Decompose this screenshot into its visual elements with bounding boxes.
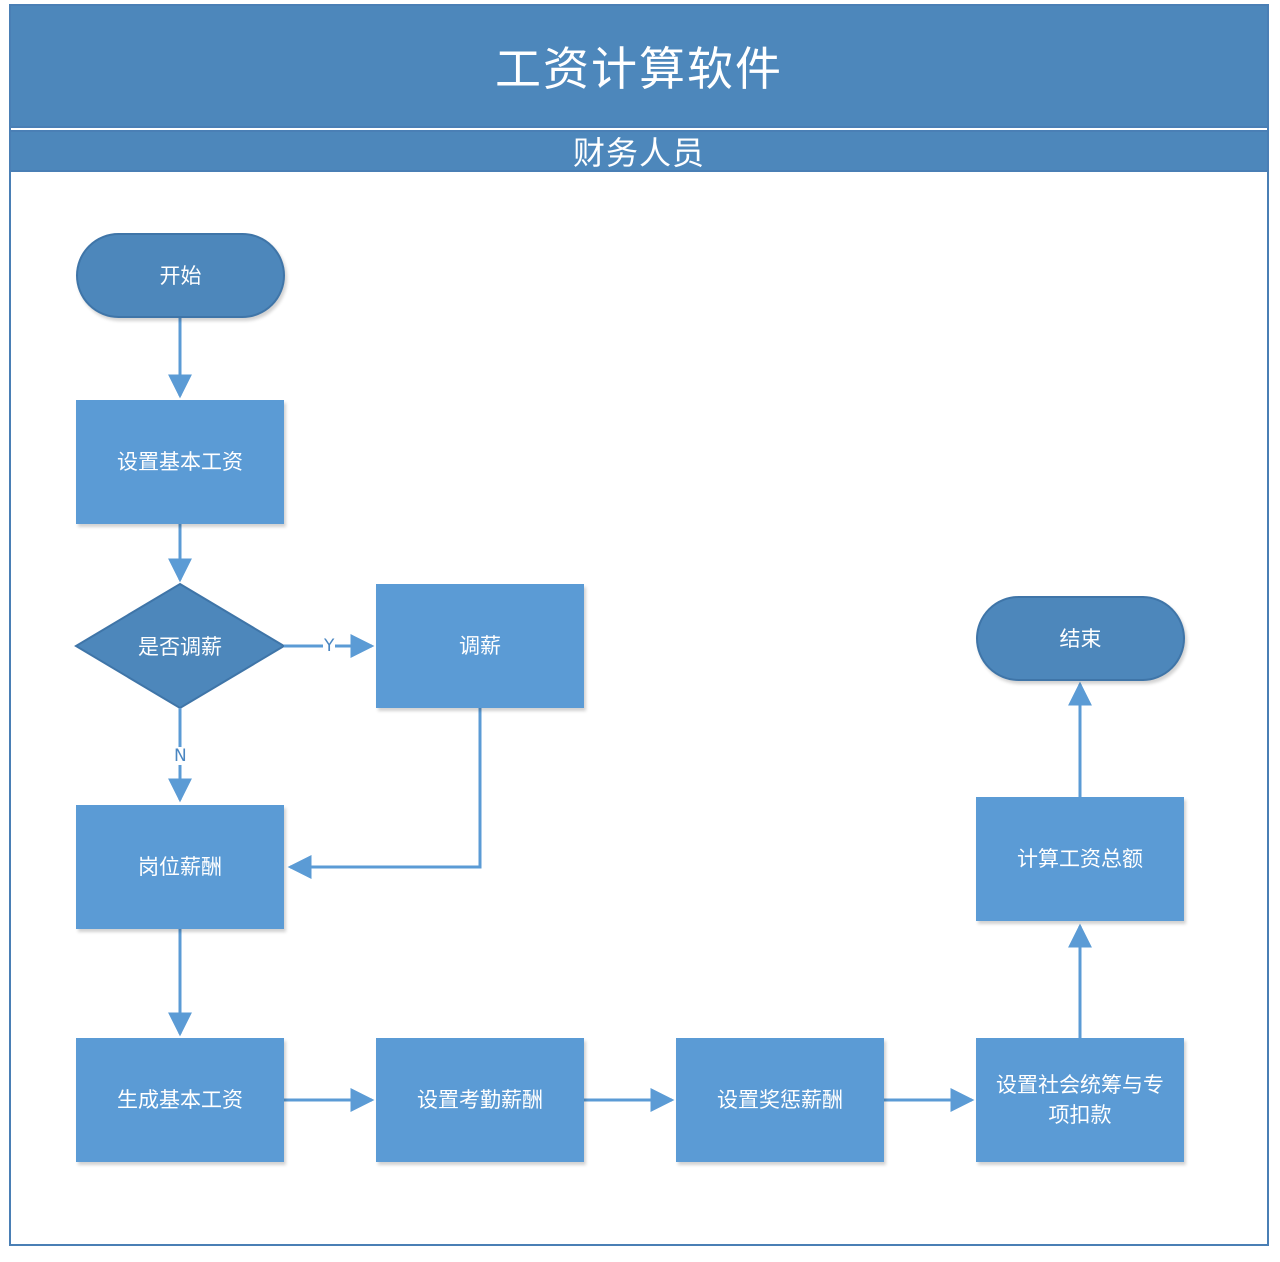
edge-label-yes: Y [323, 636, 336, 656]
set-reward-penalty-pay-node: 设置奖惩薪酬 [676, 1038, 884, 1162]
diagram-title: 工资计算软件 [9, 4, 1269, 128]
decision-label: 是否调薪 [138, 635, 222, 659]
set-attendance-pay-node: 设置考勤薪酬 [376, 1038, 584, 1162]
set-social-deductions-node: 设置社会统筹与专项扣款 [976, 1038, 1184, 1162]
edge-adjust-to-post [287, 708, 482, 879]
calc-total-salary-node: 计算工资总额 [976, 797, 1184, 921]
generate-base-salary-node: 生成基本工资 [76, 1038, 284, 1162]
start-node: 开始 [76, 233, 285, 318]
adjust-salary-node: 调薪 [376, 584, 584, 708]
set-base-salary-node: 设置基本工资 [76, 400, 284, 524]
end-node: 结束 [976, 596, 1185, 681]
post-salary-node: 岗位薪酬 [76, 805, 284, 929]
edge-label-no: N [173, 746, 188, 766]
lane-header: 财务人员 [9, 130, 1269, 172]
